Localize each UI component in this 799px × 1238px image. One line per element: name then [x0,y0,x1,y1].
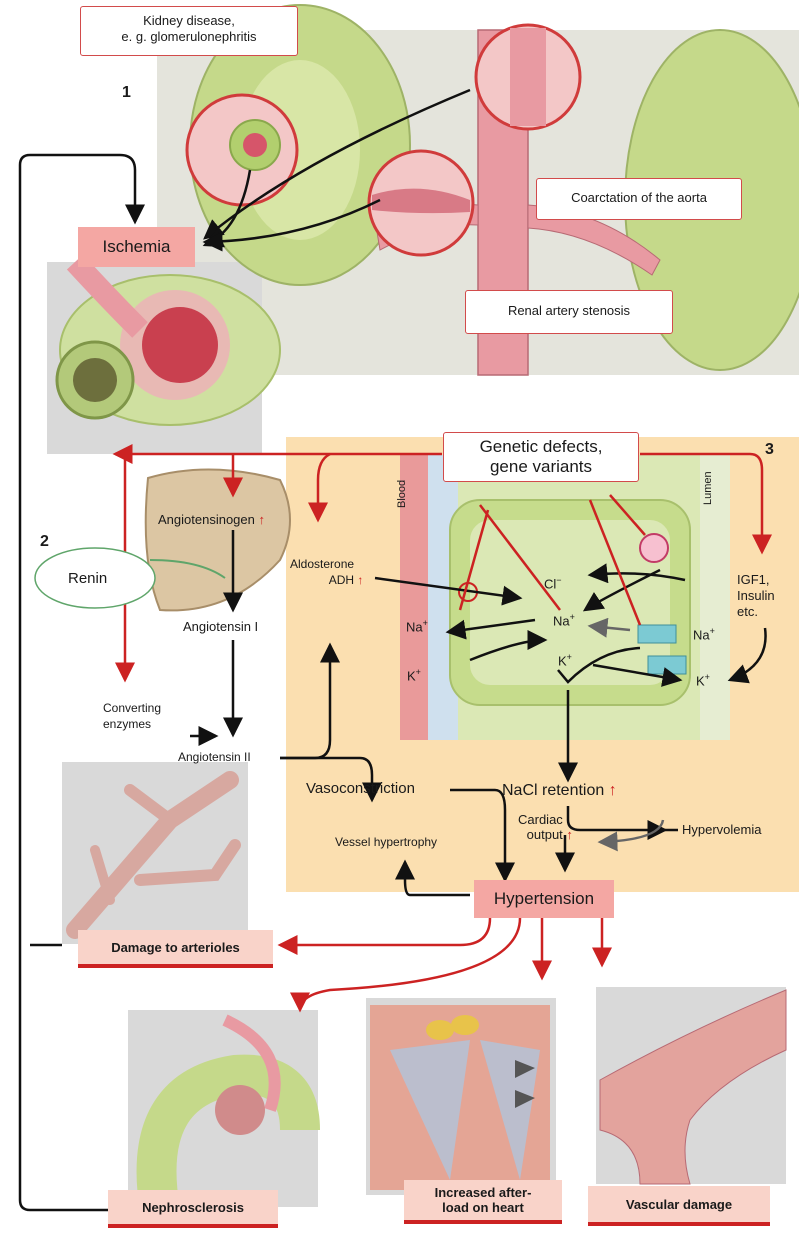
nacl-up-arrow: ↑ [609,782,617,799]
lumen-label: Lumen [702,471,714,505]
converting-enzymes-label: Converting enzymes [103,700,161,732]
section-number-1: 1 [122,84,131,102]
na-left-label: Na+ [406,618,428,634]
na-center-label: Na+ [553,612,575,628]
glomerulus-drawing [57,262,280,425]
nacl-retention-label: NaCl retention ↑ [502,782,617,800]
tubule-drawing [400,455,730,740]
k-center-text: K [558,653,567,668]
vascular-damage-box: Vascular damage [588,1186,770,1226]
cl-text: Cl [544,576,556,591]
na-right-text: Na [693,627,710,642]
hypervolemia-label: Hypervolemia [682,822,761,837]
angiotensinogen-up-arrow: ↑ [258,512,265,527]
na-center-charge: + [570,612,575,622]
cl-ion-label: Cl− [544,575,562,591]
k-center-label: K+ [558,652,572,668]
aldosterone-up-arrow: ↑ [357,573,363,587]
cl-charge: − [556,575,561,585]
vasoconstriction-label: Vasoconstriction [306,780,415,797]
k-right-label: K+ [696,672,710,688]
hypertension-box: Hypertension [474,880,614,918]
na-center-text: Na [553,613,570,628]
k-center-charge: + [567,652,572,662]
damage-arterioles-box: Damage to arterioles [78,930,273,968]
na-right-label: Na+ [693,626,715,642]
k-left-charge: + [416,667,421,677]
k-left-text: K [407,668,416,683]
genetic-defects-callout: Genetic defects, gene variants [443,432,639,482]
aldosterone-text: Aldosterone ADH [290,556,354,588]
k-right-charge: + [705,672,710,682]
na-left-text: Na [406,619,423,634]
aldosterone-label: Aldosterone ADH ↑ [290,556,363,588]
arteriole-drawing [75,780,235,930]
liver-drawing [146,469,290,610]
kidney-disease-callout: Kidney disease, e. g. glomerulonephritis [80,6,298,56]
blood-label: Blood [396,480,408,508]
section-number-2: 2 [40,533,49,551]
afterload-box: Increased after- load on heart [404,1180,562,1224]
nephrosclerosis-drawing [157,1020,300,1210]
nacl-text: NaCl retention [502,782,604,799]
igf-insulin-label: IGF1, Insulin etc. [737,572,775,620]
vessel-drawing [600,990,786,1184]
k-left-label: K+ [407,667,421,683]
section-number-3: 3 [765,441,774,459]
renal-stenosis-callout: Renal artery stenosis [465,290,673,334]
nephrosclerosis-box: Nephrosclerosis [108,1190,278,1228]
angiotensinogen-label: Angiotensinogen ↑ [158,512,265,527]
cardiac-output-up-arrow: ↑ [566,827,573,842]
angiotensinogen-text: Angiotensinogen [158,512,255,527]
ischemia-box: Ischemia [78,227,195,267]
coarctation-callout: Coarctation of the aorta [536,178,742,220]
na-left-charge: + [423,618,428,628]
angiotensin-1-label: Angiotensin I [183,619,258,634]
heart-drawing [370,1005,550,1190]
renin-label: Renin [68,570,107,587]
cardiac-output-label: Cardiac output ↑ [518,812,573,842]
cardiac-output-text: Cardiac output [518,812,563,842]
angiotensin-2-label: Angiotensin II [178,750,251,764]
na-right-charge: + [710,626,715,636]
k-right-text: K [696,673,705,688]
vessel-hypertrophy-label: Vessel hypertrophy [335,835,437,849]
